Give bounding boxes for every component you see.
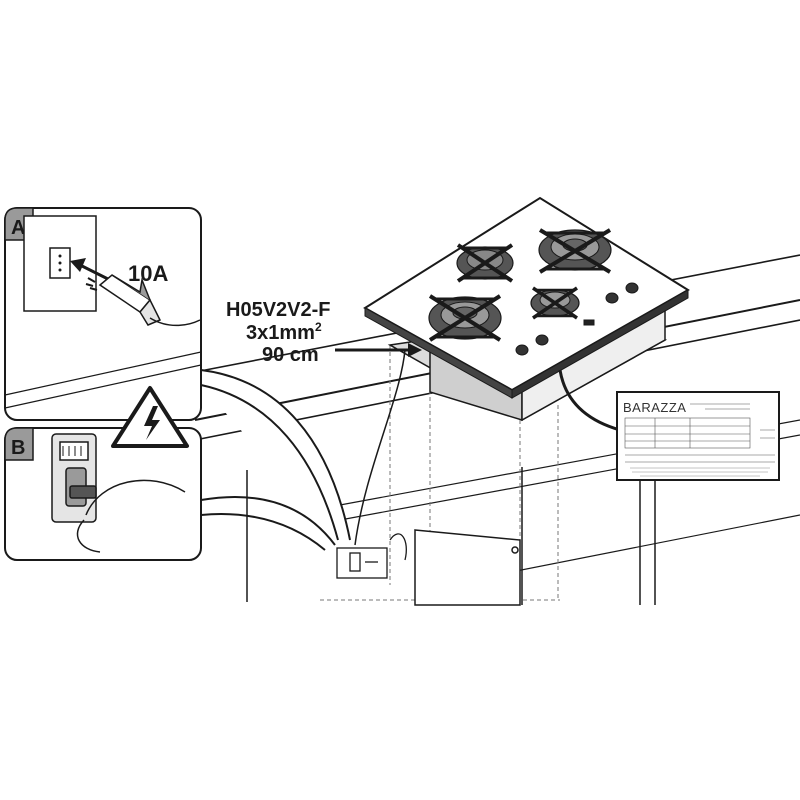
svg-text:3x1mm2: 3x1mm2 <box>246 320 322 344</box>
wall-socket <box>336 533 407 579</box>
panel-b-letter: B <box>11 437 25 459</box>
panel-b: B <box>4 427 202 561</box>
cable-section-superscript: 2 <box>315 320 322 334</box>
burner-rear-left-icon <box>456 243 514 283</box>
gas-hob <box>363 196 690 399</box>
ignition-button-icon <box>583 319 595 326</box>
knob-icon <box>625 282 639 294</box>
plug-icon <box>85 274 201 327</box>
door-hinge-icon <box>511 546 519 554</box>
panel-a-rating: 10A <box>128 261 168 286</box>
burner-front-left-icon <box>428 294 502 342</box>
burner-front-right-icon <box>530 286 580 320</box>
burner-rear-right-icon <box>538 228 612 274</box>
panel-a: A 10A <box>4 207 202 421</box>
cable-type-text: H05V2V2-F <box>226 299 331 321</box>
cable-spec-label: H05V2V2-F 3x1mm2 90 cm <box>226 299 422 366</box>
panel-a-letter: A <box>11 217 25 239</box>
rating-plate: BARAZZA <box>616 391 780 481</box>
knob-icon <box>535 334 549 346</box>
plate-leader-cable <box>558 369 621 432</box>
knob-icon <box>515 344 529 356</box>
panel-leader-arrows <box>200 369 351 551</box>
cable-section-text: 3x1mm <box>246 322 315 344</box>
knob-icon <box>605 292 619 304</box>
rating-plate-brand: BARAZZA <box>623 400 686 415</box>
hob-supply-cable <box>354 349 406 546</box>
high-voltage-warning-icon <box>111 386 189 448</box>
circuit-breaker-icon <box>51 433 97 523</box>
cabinet-door <box>414 529 521 606</box>
cable-length-text: 90 cm <box>262 344 319 366</box>
control-knobs <box>515 282 639 356</box>
